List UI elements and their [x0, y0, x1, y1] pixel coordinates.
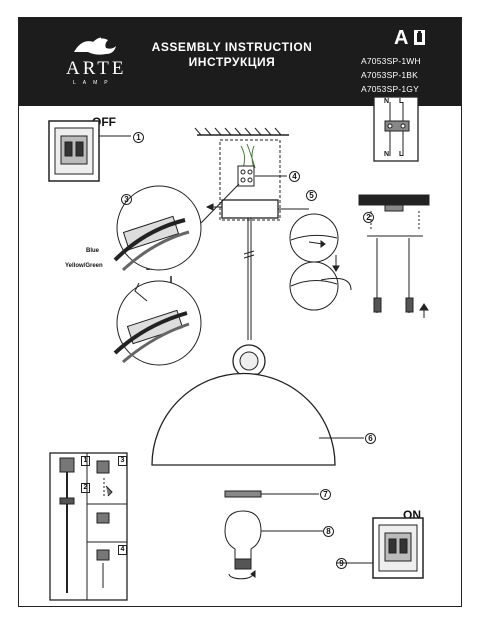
title-russian: ИНСТРУКЦИЯ	[188, 55, 276, 69]
class-letter: A	[394, 27, 409, 49]
step-number: 8	[323, 526, 334, 537]
side-step-number: 4	[118, 545, 127, 555]
step-number: 2	[363, 212, 374, 223]
side-step-number: 3	[118, 456, 127, 466]
class-ii-icon	[414, 30, 425, 45]
model-code: A7053SP-1GY	[361, 84, 419, 94]
switch-box-off-icon	[48, 120, 131, 182]
assembly-drawing	[48, 96, 430, 601]
terminal-label-l: L	[399, 98, 404, 105]
side-step-number: 2	[81, 483, 90, 493]
switch-box-on-icon	[337, 517, 424, 579]
header-band: ARTE LAMP ASSEMBLY INSTRUCTION ИНСТРУКЦИ…	[19, 18, 461, 106]
wire-label-yellow-green: Yellow/Green	[65, 263, 103, 269]
bulb-icon	[224, 510, 323, 580]
instruction-sheet: ARTE LAMP ASSEMBLY INSTRUCTION ИНСТРУКЦИ…	[18, 17, 462, 607]
step-number: 1	[133, 132, 144, 143]
logo-wordmark: ARTE	[66, 58, 127, 79]
step-number: 7	[320, 489, 331, 500]
step-number: 6	[365, 433, 376, 444]
step-number: 4	[289, 171, 300, 182]
terminal-label-n: N	[384, 98, 390, 105]
terminal-label-l: L	[399, 151, 404, 158]
side-step-number: 1	[81, 456, 90, 466]
arte-logo-griffin-icon	[74, 37, 116, 55]
step-number: 3	[121, 194, 132, 205]
wire-label-blue: Blue	[86, 248, 100, 254]
step-number: 9	[336, 558, 347, 569]
title-english: ASSEMBLY INSTRUCTION	[151, 40, 313, 54]
ceiling-hatch-icon	[194, 127, 289, 136]
model-code: A7053SP-1WH	[361, 56, 421, 66]
step-number: 5	[306, 190, 317, 201]
logo-subtitle: LAMP	[73, 80, 115, 86]
terminal-label-n: N	[384, 151, 390, 158]
model-code: A7053SP-1BK	[361, 70, 419, 80]
